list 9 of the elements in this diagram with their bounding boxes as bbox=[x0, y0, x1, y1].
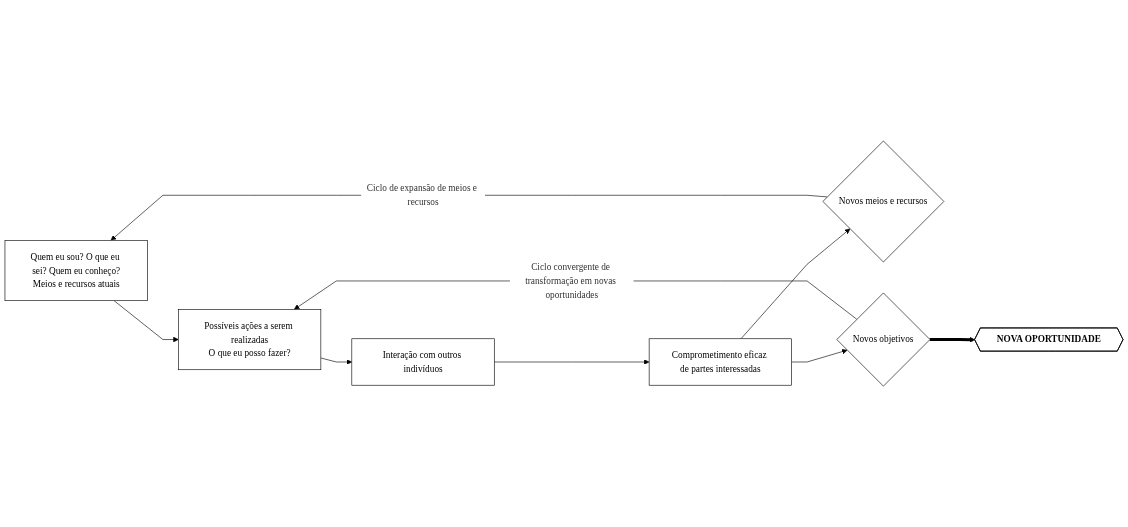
edge-label: Ciclo de expansão de meios e recursos bbox=[366, 183, 477, 207]
node-box: Possíveis ações a serem realizadas O que eu posso fazer? bbox=[178, 309, 322, 370]
node-box: Quem eu sou? O que eu sei? Quem eu conheço? Meios e recursos atuais bbox=[4, 239, 148, 301]
node-box: Interação com outros indivíduos bbox=[351, 338, 495, 386]
node-diamond: Novos meios e recursos bbox=[822, 140, 945, 263]
edge-label: Ciclo convergente de transformação em novas oportunidades bbox=[525, 261, 616, 300]
arrow bbox=[929, 337, 976, 343]
node-diamond: Novos objetivos bbox=[836, 292, 931, 387]
node-box: Comprometimento eficaz de partes interessadas bbox=[648, 338, 792, 386]
